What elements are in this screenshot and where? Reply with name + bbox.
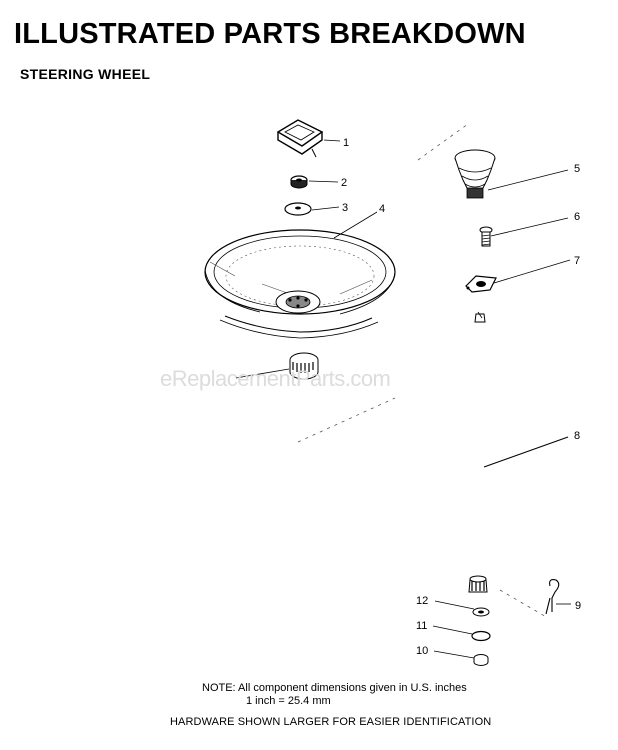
leader-3 (311, 206, 340, 211)
callout-10: 10 (416, 645, 428, 657)
dimension-note: NOTE: All component dimensions given in … (202, 682, 467, 694)
callout-7: 7 (574, 255, 580, 267)
assembly-axis-bottom (499, 589, 549, 619)
leader-6 (490, 217, 569, 237)
callout-4: 4 (379, 203, 385, 215)
callout-5: 5 (574, 163, 580, 175)
leader-10 (433, 650, 475, 659)
callout-6: 6 (574, 211, 580, 223)
leader-7 (493, 259, 571, 284)
part-washer-12[interactable] (472, 607, 490, 617)
callout-1: 1 (343, 137, 349, 149)
part-ring[interactable] (471, 630, 491, 642)
assembly-axis-middle (297, 397, 396, 443)
part-bolt[interactable] (479, 226, 493, 247)
part-washer[interactable] (284, 202, 312, 216)
part-pinion-gear[interactable] (468, 575, 488, 593)
callout-3: 3 (342, 202, 348, 214)
conversion-note: 1 inch = 25.4 mm (246, 695, 331, 707)
callout-11: 11 (416, 620, 427, 632)
leader-5 (487, 169, 569, 191)
callout-2: 2 (341, 177, 347, 189)
leader-12 (434, 600, 475, 610)
leader-4 (333, 211, 378, 239)
leader-1 (323, 139, 341, 142)
part-locknut[interactable] (474, 311, 486, 323)
leader-2 (308, 180, 339, 183)
part-cap[interactable] (276, 119, 324, 158)
part-steering-wheel[interactable] (204, 229, 396, 339)
part-bearing[interactable] (289, 352, 319, 380)
leader-13 (235, 368, 290, 379)
watermark: eReplacementParts.com (160, 366, 391, 391)
section-subtitle: STEERING WHEEL (20, 66, 151, 82)
callout-12: 12 (416, 595, 428, 607)
callout-9: 9 (575, 600, 581, 612)
part-nut[interactable] (290, 175, 308, 189)
hardware-note: HARDWARE SHOWN LARGER FOR EASIER IDENTIF… (170, 716, 492, 728)
part-nut-10[interactable] (473, 654, 489, 666)
page-title: ILLUSTRATED PARTS BREAKDOWN (14, 18, 526, 50)
part-bracket[interactable] (465, 275, 497, 293)
leader-8 (483, 436, 569, 468)
callout-8: 8 (574, 430, 580, 442)
part-cotter-pin[interactable] (545, 579, 560, 615)
assembly-axis-top (417, 123, 469, 161)
leader-11 (432, 625, 473, 635)
part-steering-boot[interactable] (454, 149, 496, 199)
